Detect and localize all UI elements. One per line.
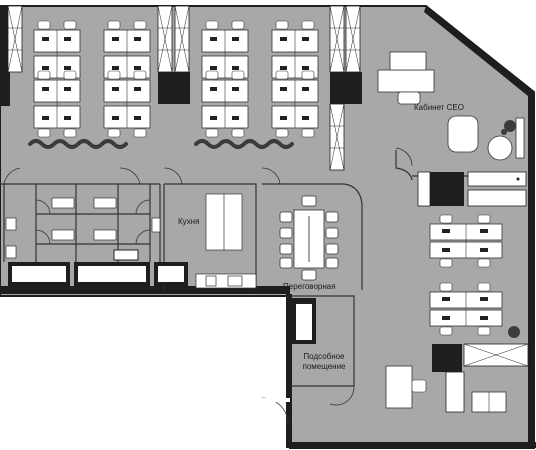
ceo-plant — [501, 120, 516, 135]
outer-walls — [0, 6, 536, 448]
label-kitchen: Кухня — [178, 217, 200, 226]
door-swings — [3, 147, 413, 425]
label-utility-room: Подсобное помещение — [298, 352, 350, 372]
ceo-office-furniture — [377, 51, 525, 161]
label-utility-line1: Подсобное — [303, 352, 345, 361]
label-meeting-room: Переговорная — [283, 282, 336, 291]
meeting-table — [279, 195, 339, 281]
restroom-fixtures — [5, 197, 161, 259]
right-cabinets — [417, 171, 527, 207]
interior-walls — [0, 150, 526, 387]
kitchen-furniture — [195, 193, 257, 289]
entrance-door — [262, 398, 290, 402]
label-ceo-office: Кабинет CEO — [414, 103, 464, 112]
storage-blocks — [0, 72, 362, 106]
label-utility-line2: помещение — [302, 362, 346, 371]
utility-room-shelves — [292, 298, 316, 344]
lower-right-fixtures — [385, 326, 529, 413]
lower-wall-blocks — [8, 249, 188, 286]
